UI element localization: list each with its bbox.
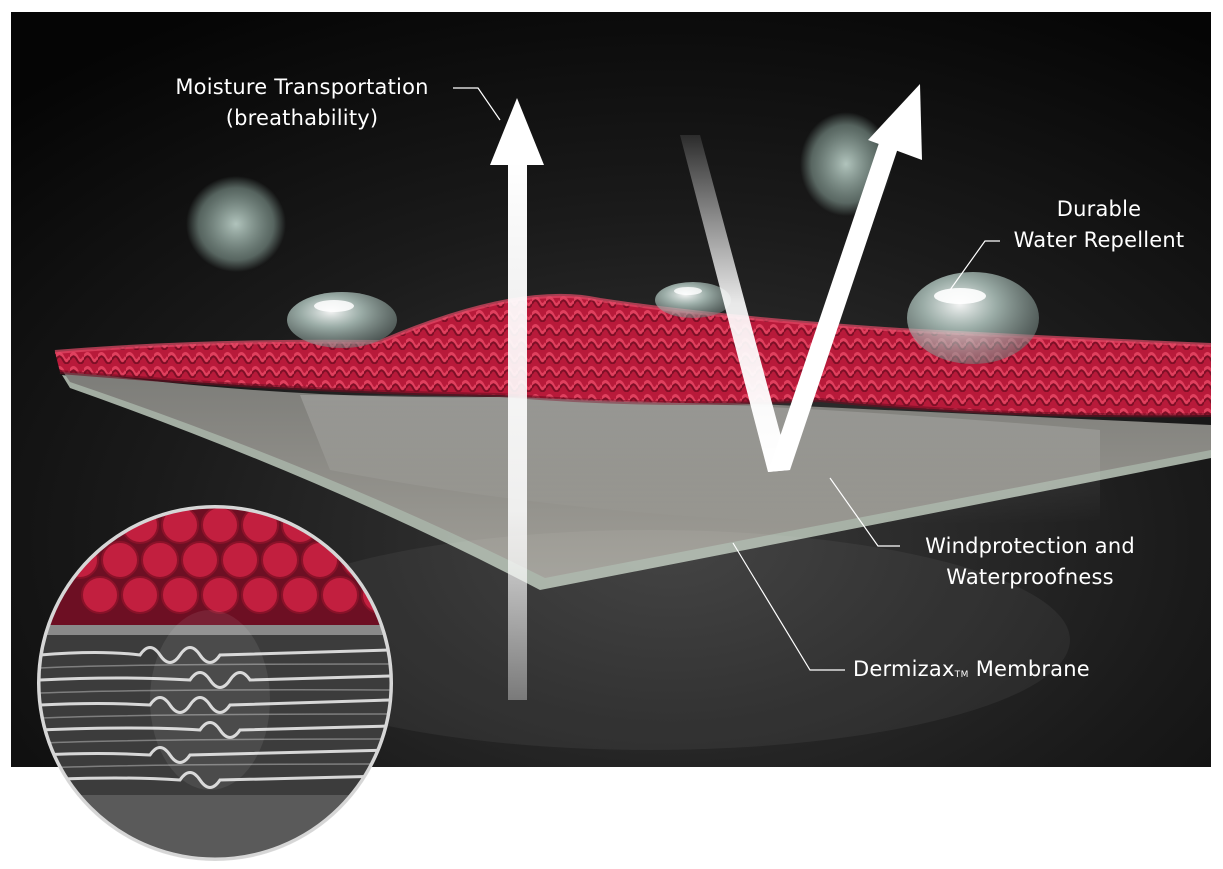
moisture-leader [453, 87, 501, 121]
dwr-label: Durable Water Repellent [1006, 194, 1192, 256]
wind-label-line1: Windprotection and [925, 534, 1135, 558]
magnifier-circle-icon [37, 505, 393, 861]
moisture-label-line1: Moisture Transportation [175, 75, 429, 99]
membrane-label-name: Dermizax [853, 657, 955, 681]
wind-label-line2: Waterproofness [946, 565, 1114, 589]
dwr-leader [949, 240, 1000, 291]
reflection-arrow-icon [680, 84, 922, 472]
dwr-label-line1: Durable [1056, 197, 1142, 221]
moisture-label: Moisture Transportation (breathability) [166, 72, 438, 134]
dwr-label-line2: Water Repellent [1013, 228, 1185, 252]
membrane-leader [732, 542, 845, 671]
membrane-label-suffix: Membrane [968, 657, 1090, 681]
trademark-mark: TM [954, 670, 969, 680]
leader-lines [453, 87, 1000, 671]
wind-label: Windprotection and Waterproofness [915, 531, 1145, 593]
moisture-label-line2: (breathability) [225, 106, 379, 130]
membrane-label: DermizaxTM Membrane [853, 654, 1090, 691]
moisture-arrow-icon [490, 98, 544, 700]
wind-leader [829, 477, 900, 547]
water-droplet-icon [287, 272, 1039, 364]
